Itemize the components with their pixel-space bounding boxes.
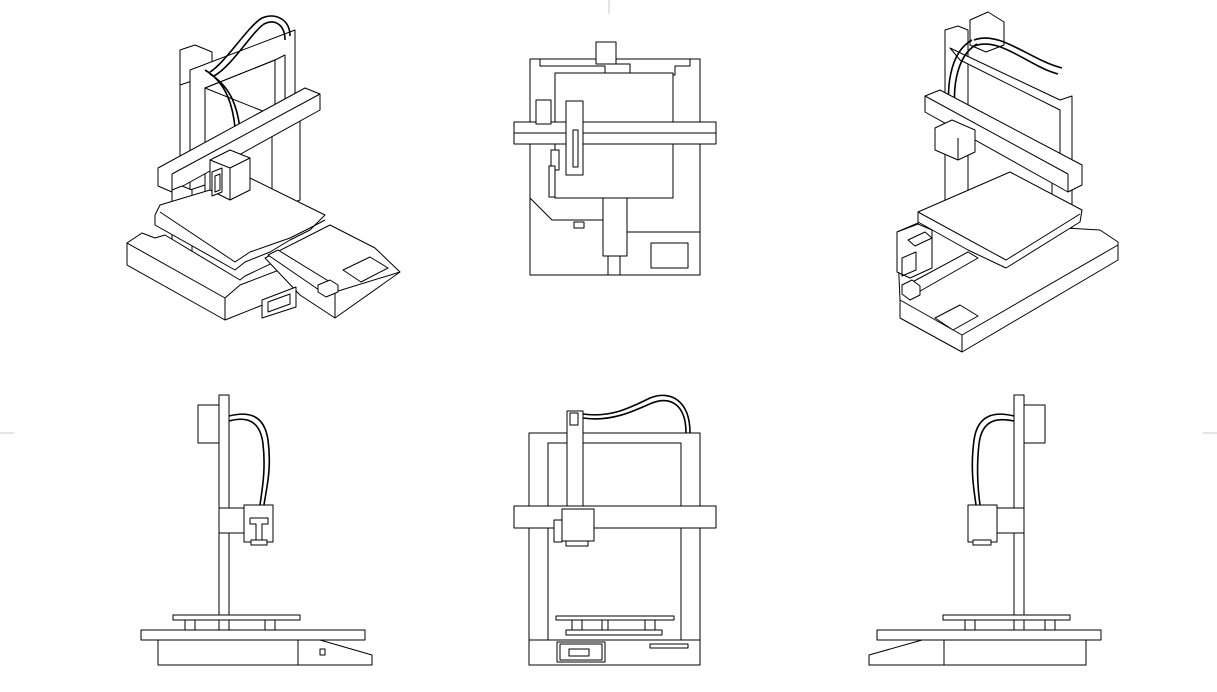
view-top [513, 41, 717, 276]
sheet-center-marks [0, 0, 1217, 434]
view-iso-back-right [896, 11, 1119, 353]
view-front [513, 394, 717, 666]
view-iso-front-left [126, 15, 401, 321]
view-left [140, 394, 373, 666]
view-right [868, 394, 1102, 666]
